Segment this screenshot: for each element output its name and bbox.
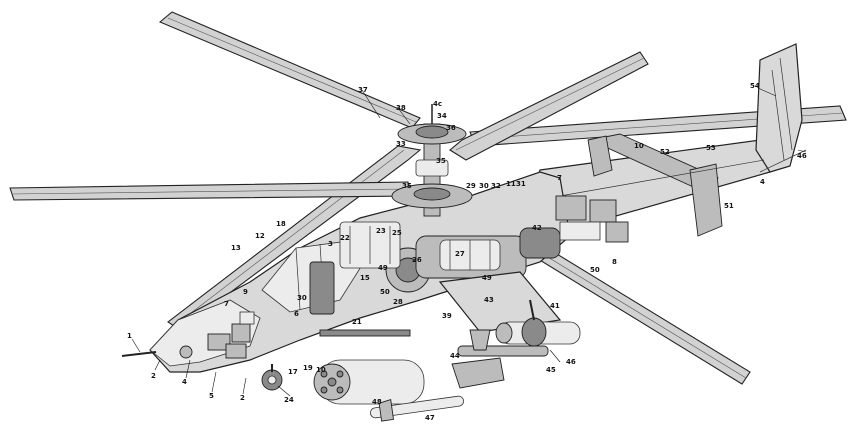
callout-12: 12 [255, 232, 265, 240]
avionics-box-2 [231, 323, 251, 343]
callout-32: 32 [491, 182, 501, 190]
detached-missile [370, 395, 464, 419]
callout-27: 27 [455, 250, 465, 258]
callout-44: 44 [450, 352, 460, 360]
horizontal-stabilizer [588, 133, 719, 191]
engine-exhaust [519, 227, 561, 259]
callout-10: 10 [316, 366, 326, 374]
callout-4: 4 [182, 378, 187, 386]
callout-23: 23 [376, 227, 386, 235]
callout-30: 30 [479, 182, 489, 190]
equipment-bay-2 [589, 199, 617, 223]
equipment-bay-1 [555, 195, 587, 221]
callout-39: 39 [442, 312, 452, 320]
callout-6: 6 [294, 310, 299, 318]
callout-49: 49 [378, 264, 388, 272]
callout-21: 21 [352, 318, 362, 326]
callout-36: 36 [446, 124, 456, 132]
callout-2: 2 [151, 372, 156, 380]
tail-endplate-left [587, 135, 613, 177]
rotor-head [391, 104, 473, 217]
callout-45: 45 [546, 366, 556, 374]
callout-48: 48 [372, 398, 382, 406]
callout-25: 25 [392, 229, 402, 237]
callout-7: 7 [224, 300, 229, 308]
tail-fin [755, 43, 803, 173]
callout-2: 2 [240, 394, 245, 402]
callout-52: 52 [660, 148, 670, 156]
stub-wing [438, 271, 562, 333]
callout-1: 1 [127, 332, 132, 340]
avionics-box-3 [225, 343, 247, 359]
callout-7: 7 [557, 174, 562, 182]
callout-34: 34 [437, 112, 447, 120]
callout-43: 43 [484, 296, 494, 304]
callout-24: 24 [284, 396, 294, 404]
callout-35: 35 [436, 157, 446, 165]
callout-46: 46 [566, 358, 576, 366]
callout-46: 46 [797, 152, 807, 160]
callout-4: 4 [760, 178, 765, 186]
lower-pylon [451, 357, 505, 389]
callout-42: 42 [532, 224, 542, 232]
avionics-box-1 [207, 333, 231, 351]
callout-5: 5 [209, 392, 214, 400]
missile-rack [457, 345, 549, 357]
callout-38: 38 [396, 104, 406, 112]
callout-8: 8 [612, 258, 617, 266]
callout-19: 19 [303, 364, 313, 372]
callout-labels: 1 2 2 3 4 4 5 6 7 7 8 9 10 10 11 12 13 1… [127, 82, 807, 422]
callout-50: 50 [380, 288, 390, 296]
callout-50: 50 [590, 266, 600, 274]
callout-22: 22 [340, 234, 350, 242]
callout-54: 54 [750, 82, 760, 90]
stub-wing-weapons [261, 271, 581, 422]
callout-9: 9 [243, 288, 248, 296]
callout-51: 51 [724, 202, 734, 210]
pitot-probe [121, 351, 157, 357]
callout-10: 10 [634, 142, 644, 150]
equipment-bay-3 [559, 221, 601, 241]
callout-47: 47 [425, 414, 435, 422]
leader-lines [131, 87, 807, 397]
main-wheel [521, 317, 547, 347]
callout-49: 49 [482, 274, 492, 282]
avionics-box-4 [239, 311, 255, 325]
callout-15: 15 [360, 274, 370, 282]
fuselage [121, 171, 629, 373]
rotor-blade-upper-left [158, 11, 421, 129]
equipment-bay-4 [605, 221, 629, 243]
callout-13: 13 [231, 244, 241, 252]
tail-endplate [689, 163, 723, 237]
callout-28: 28 [393, 298, 403, 306]
callout-33: 33 [396, 140, 406, 148]
callout-17: 17 [288, 368, 298, 376]
callout-41: 41 [550, 302, 560, 310]
callout-30: 30 [297, 294, 307, 302]
ejection-seat [309, 261, 335, 315]
callout-35: 35 [402, 182, 412, 190]
swashplate [415, 159, 449, 177]
callout-11: 11 [506, 180, 516, 188]
callout-53: 53 [706, 144, 716, 152]
callout-18: 18 [276, 220, 286, 228]
callout-26: 26 [412, 256, 422, 264]
callout-31: 31 [516, 180, 526, 188]
callout-4c: 4c [433, 100, 442, 108]
cannon-barrel [319, 329, 411, 337]
pylon [469, 329, 491, 351]
callout-29: 29 [466, 182, 476, 190]
callout-3: 3 [328, 240, 333, 248]
callout-37: 37 [358, 86, 368, 94]
